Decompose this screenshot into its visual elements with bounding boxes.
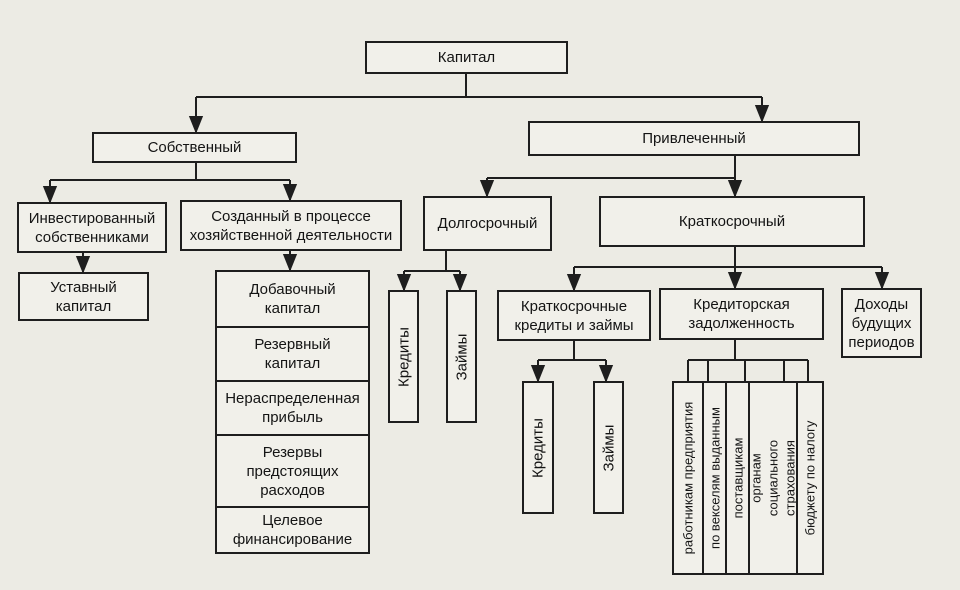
capital-node: Капитал [365, 41, 568, 74]
payables-item-label: поставщикам [730, 437, 745, 519]
created-item: Целевое финансирование [217, 506, 368, 552]
long-term-credits-node: Кредиты [388, 290, 419, 423]
long-term-credits-label: Кредиты [395, 326, 412, 387]
payables-item: по векселям выданным [702, 383, 725, 573]
payables-item-label: органам социального страхования [748, 439, 798, 517]
payables-item: бюджету по налогу [796, 383, 822, 573]
payables-item-label: бюджету по налогу [802, 420, 818, 536]
long-term-loans-node: Займы [446, 290, 477, 423]
short-term-node: Краткосрочный [599, 196, 865, 247]
payables-item: поставщикам [725, 383, 748, 573]
created-item: Резервный капитал [217, 326, 368, 380]
created-item: Добавочный капитал [249, 281, 336, 317]
short-term-credits-node: Кредиты [522, 381, 554, 514]
own-capital-node: Собственный [92, 132, 297, 163]
payables-items-block: работникам предприятия по векселям выдан… [672, 381, 824, 575]
created-item: Нераспределенная прибыль [217, 380, 368, 434]
long-term-loans-label: Займы [453, 333, 470, 380]
borrowed-capital-node: Привлеченный [528, 121, 860, 156]
payables-item: органам социального страхования [748, 383, 798, 573]
payables-node: Кредиторская задолженность [659, 288, 824, 340]
deferred-income-node: Доходы будущих периодов [841, 288, 922, 358]
st-credits-loans-node: Краткосрочные кредиты и займы [497, 290, 651, 341]
payables-item-label: работникам предприятия [680, 401, 696, 555]
payables-item-label: по векселям выданным [707, 407, 722, 549]
invested-node: Инвестированный собственниками [17, 202, 167, 253]
short-term-loans-label: Займы [600, 424, 617, 471]
created-node: Созданный в процессе хозяйственной деяте… [180, 200, 402, 251]
short-term-loans-node: Займы [593, 381, 624, 514]
created-item: Резервы предстоящих расходов [217, 434, 368, 506]
short-term-credits-label: Кредиты [529, 417, 547, 478]
created-items-stack: Добавочный капитал Резервный капитал Нер… [215, 270, 370, 554]
long-term-node: Долгосрочный [423, 196, 552, 251]
charter-capital-node: Уставный капитал [18, 272, 149, 321]
payables-item: работникам предприятия [674, 383, 702, 573]
